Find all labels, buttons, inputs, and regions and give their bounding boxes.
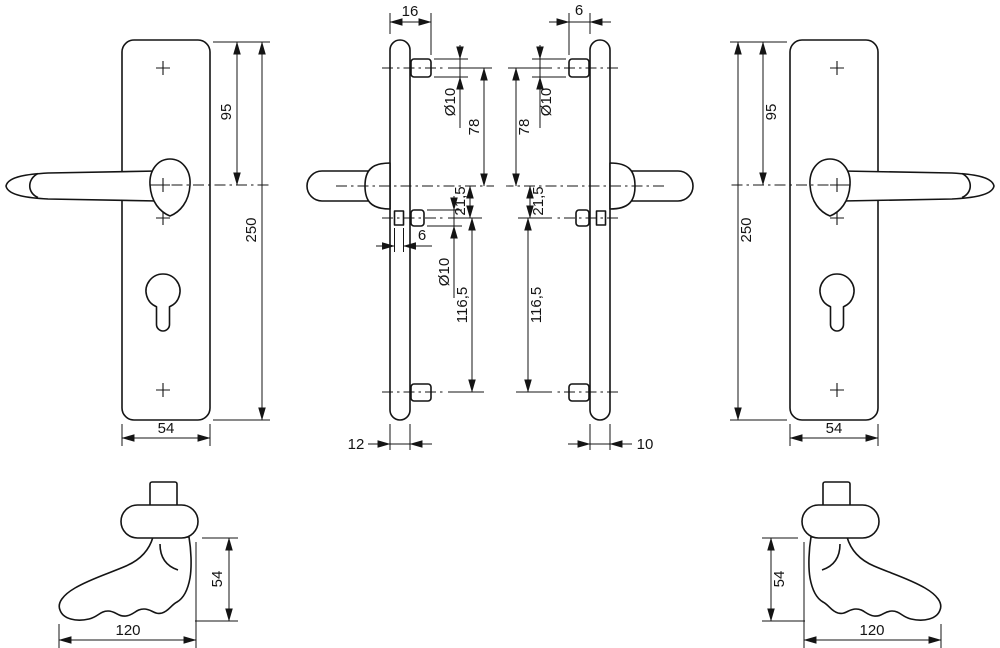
dim-front-right-plate-width: 54 xyxy=(826,420,843,437)
dim-front-left-plate-width: 54 xyxy=(158,420,175,437)
front-left-dimensions xyxy=(121,41,270,446)
side-right-view: 6 Ø10 78 21,5 116,5 10 xyxy=(505,2,694,453)
dim-side-left-lever-to-spindle: 21,5 xyxy=(452,186,469,215)
top-right-lever xyxy=(801,481,942,621)
dim-front-right-plate-height: 250 xyxy=(738,217,755,242)
dim-top-left-grip-length: 120 xyxy=(115,622,140,639)
front-right-view: 95 250 54 xyxy=(730,40,994,446)
dim-side-left-top-hole-to-lever: 78 xyxy=(466,119,483,136)
top-right-dimensions xyxy=(762,537,942,648)
dim-front-left-plate-height: 250 xyxy=(243,217,260,242)
dim-front-left-lever-height: 95 xyxy=(218,104,235,121)
top-right-view: 54 120 xyxy=(762,481,942,648)
dim-side-right-lever-to-spindle: 21,5 xyxy=(530,186,547,215)
dim-side-right-plate-thickness: 10 xyxy=(637,436,654,453)
dim-side-left-spindle-hole-dia: Ø10 xyxy=(436,258,453,286)
dim-side-right-top-hole-dia: Ø10 xyxy=(538,88,555,116)
dim-top-left-grip-drop: 54 xyxy=(209,571,226,588)
side-left-view: 16 Ø10 78 21,5 6 Ø10 116,5 12 xyxy=(306,3,495,453)
dim-side-right-boss-depth: 6 xyxy=(575,2,583,19)
side-left-dimensions xyxy=(368,13,492,450)
dim-side-right-spindle-to-bottom: 116,5 xyxy=(528,287,545,323)
dim-side-left-total-depth: 16 xyxy=(402,3,419,20)
dim-side-left-spindle-to-bottom: 116,5 xyxy=(454,287,471,323)
dim-side-right-top-hole-to-lever: 78 xyxy=(516,119,533,136)
dim-top-right-grip-length: 120 xyxy=(859,622,884,639)
side-right-plate-and-lever xyxy=(505,39,694,421)
dim-side-left-plate-thickness: 12 xyxy=(348,436,365,453)
dim-side-left-top-hole-dia: Ø10 xyxy=(442,88,459,116)
top-left-lever xyxy=(58,481,199,621)
top-left-dimensions xyxy=(58,537,238,648)
top-left-view: 54 120 xyxy=(58,481,238,648)
front-left-view: 95 250 54 xyxy=(6,40,270,446)
dim-side-left-slot-width: 6 xyxy=(418,227,426,244)
front-right-plate-and-lever xyxy=(730,40,994,420)
dim-top-right-grip-drop: 54 xyxy=(771,571,788,588)
side-left-plate-and-lever xyxy=(306,39,495,421)
front-left-plate-and-lever xyxy=(6,40,270,420)
side-right-dimensions xyxy=(508,13,632,450)
dim-front-right-lever-height: 95 xyxy=(763,104,780,121)
front-right-dimensions xyxy=(730,41,879,446)
